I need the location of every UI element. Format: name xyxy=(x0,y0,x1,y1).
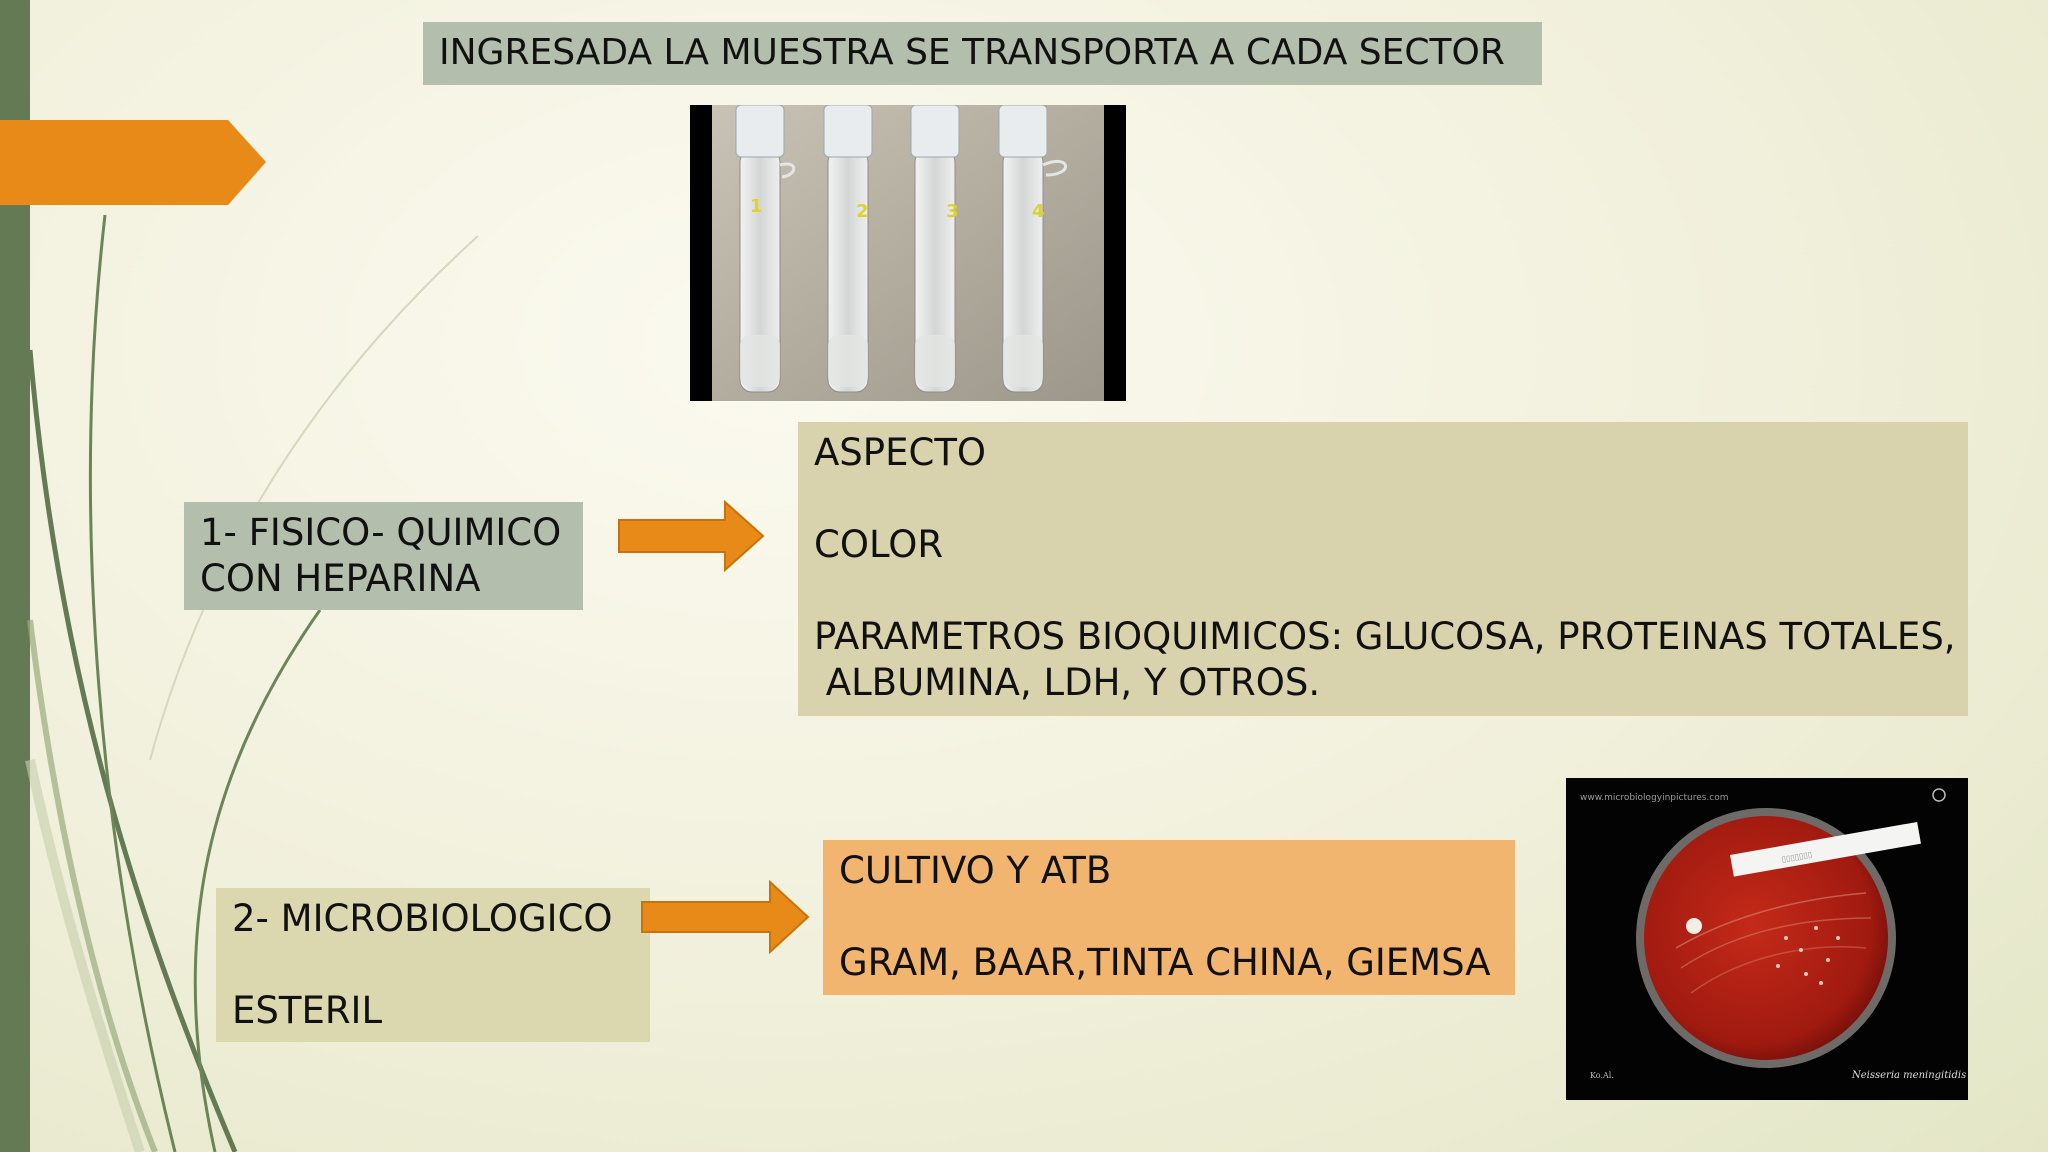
section1-parameters-box: ASPECTO COLOR PARAMETROS BIOQUIMICOS: GL… xyxy=(798,422,1968,716)
arrow-right-icon xyxy=(641,880,810,954)
tube-number-2: 2 xyxy=(856,201,869,222)
plate-corner-mark: Ko.Al. xyxy=(1590,1071,1614,1080)
section2-tests-box: CULTIVO Y ATB GRAM, BAAR,TINTA CHINA, GI… xyxy=(823,840,1515,995)
test-tinciones: GRAM, BAAR,TINTA CHINA, GIEMSA xyxy=(839,941,1491,984)
test-cultivo: CULTIVO Y ATB xyxy=(839,849,1112,892)
pentagon-arrow-banner xyxy=(0,120,266,205)
slide-title: INGRESADA LA MUESTRA SE TRANSPORTA A CAD… xyxy=(423,22,1542,85)
plate-caption: Neisseria meningitidis xyxy=(1851,1070,1966,1081)
section2-label-line1: 2- MICROBIOLOGICO xyxy=(232,897,613,940)
section1-label-line1: 1- FISICO- QUIMICO xyxy=(200,511,562,554)
tube-number-1: 1 xyxy=(750,196,763,217)
section1-label-box: 1- FISICO- QUIMICO CON HEPARINA xyxy=(184,502,583,610)
arrow-right-icon xyxy=(618,500,765,572)
param-bioquimicos-cont: ALBUMINA, LDH, Y OTROS. xyxy=(814,661,1321,704)
section1-label-line2: CON HEPARINA xyxy=(200,557,481,600)
param-bioquimicos: PARAMETROS BIOQUIMICOS: GLUCOSA, PROTEIN… xyxy=(814,615,1956,658)
section2-label-line2: ESTERIL xyxy=(232,989,383,1032)
test-tubes-photo: 1 2 3 4 xyxy=(690,105,1126,401)
petri-dish-photo: www.microbiologyinpictures.com ▯▯▯▯▯▯▯ K… xyxy=(1566,778,1968,1100)
section2-label-box: 2- MICROBIOLOGICO ESTERIL xyxy=(216,888,650,1042)
copyright-icon xyxy=(1932,788,1946,802)
param-aspecto: ASPECTO xyxy=(814,431,987,474)
plate-watermark: www.microbiologyinpictures.com xyxy=(1580,793,1729,803)
param-color: COLOR xyxy=(814,523,944,566)
tube-number-3: 3 xyxy=(946,201,959,222)
tube-number-4: 4 xyxy=(1032,201,1045,222)
